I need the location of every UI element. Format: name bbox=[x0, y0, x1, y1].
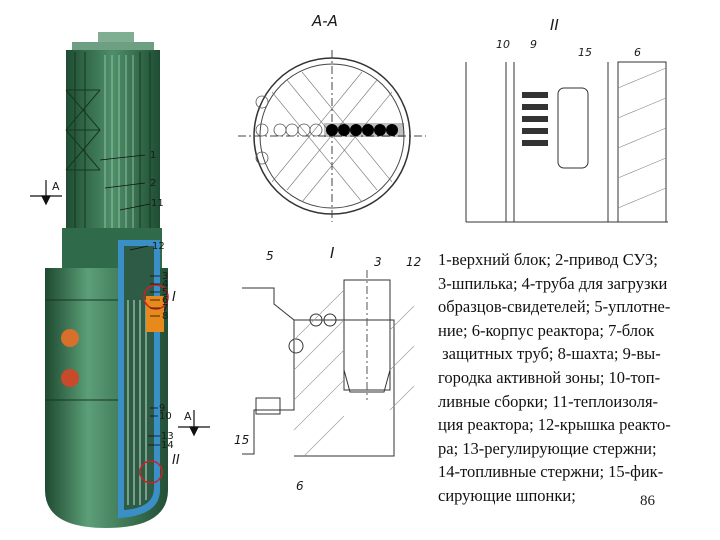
detail-i-drawing: I 5 3 12 15 6 bbox=[234, 244, 421, 493]
detail-i-label-12: 12 bbox=[406, 255, 421, 269]
detail-ii-title: II bbox=[550, 16, 559, 34]
reactor-label-5: 5 bbox=[162, 287, 168, 298]
reactor-label-8: 8 bbox=[162, 311, 168, 322]
legend-line: ция реактора; 12-крышка реакто- bbox=[438, 415, 671, 435]
detail-i-label-6: 6 bbox=[296, 479, 304, 493]
section-aa-title: А-А bbox=[311, 12, 338, 30]
figure-legend: 1-верхний блок; 2-привод СУЗ; 3-шпилька;… bbox=[438, 248, 718, 508]
detail-marker-II: II bbox=[172, 453, 180, 468]
legend-line: 14-топливные стержни; 15-фик- bbox=[438, 462, 664, 482]
legend-line: образцов-свидетелей; 5-уплотне- bbox=[438, 297, 671, 317]
reactor-label-3: 3 bbox=[162, 271, 168, 282]
reactor-label-14: 14 bbox=[161, 440, 174, 451]
detail-marker-I: I bbox=[172, 290, 176, 305]
legend-line: 3-шпилька; 4-труба для загрузки bbox=[438, 273, 668, 293]
section-marker-bottom: A bbox=[184, 410, 192, 423]
legend-line: сирующие шпонки; bbox=[438, 485, 576, 505]
reactor-label-6: 6 bbox=[162, 295, 168, 306]
reactor-label-12: 12 bbox=[152, 241, 165, 252]
detail-i-label-15: 15 bbox=[234, 433, 249, 447]
detail-ii-label-15: 15 bbox=[578, 46, 592, 59]
legend-line: городка активной зоны; 10-топ- bbox=[438, 367, 661, 387]
reactor-label-2: 2 bbox=[150, 178, 156, 189]
detail-ii-label-10: 10 bbox=[496, 38, 510, 51]
page-number: 86 bbox=[640, 493, 655, 509]
legend-line: 1-верхний блок; 2-привод СУЗ; bbox=[438, 250, 658, 269]
reactor-label-7: 7 bbox=[162, 303, 168, 314]
section-aa-drawing: А-А bbox=[238, 12, 426, 222]
reactor-cutaway-illustration: 1 2 11 12 3 4 5 6 7 8 9 10 13 14 A A I I… bbox=[30, 32, 210, 528]
section-marker-top: A bbox=[52, 180, 60, 193]
detail-i-title: I bbox=[330, 244, 335, 262]
detail-ii-drawing: II 10 9 15 6 bbox=[465, 16, 668, 223]
reactor-label-4: 4 bbox=[162, 279, 168, 290]
detail-i-label-5: 5 bbox=[266, 249, 274, 263]
reactor-label-11: 11 bbox=[151, 198, 164, 209]
reactor-label-13: 13 bbox=[161, 431, 174, 442]
legend-line: ние; 6-корпус реактора; 7-блок bbox=[438, 320, 655, 340]
reactor-label-9: 9 bbox=[159, 403, 165, 414]
detail-ii-label-9: 9 bbox=[530, 38, 537, 51]
legend-line: ра; 13-регулирующие стержни; bbox=[438, 438, 657, 458]
detail-i-label-3: 3 bbox=[374, 255, 382, 269]
detail-ii-label-6: 6 bbox=[634, 46, 641, 59]
reactor-label-1: 1 bbox=[150, 150, 156, 161]
legend-line: ливные сборки; 11-теплоизоля- bbox=[438, 391, 659, 411]
reactor-label-10: 10 bbox=[159, 411, 172, 422]
legend-line: защитных труб; 8-шахта; 9-вы- bbox=[438, 344, 661, 364]
